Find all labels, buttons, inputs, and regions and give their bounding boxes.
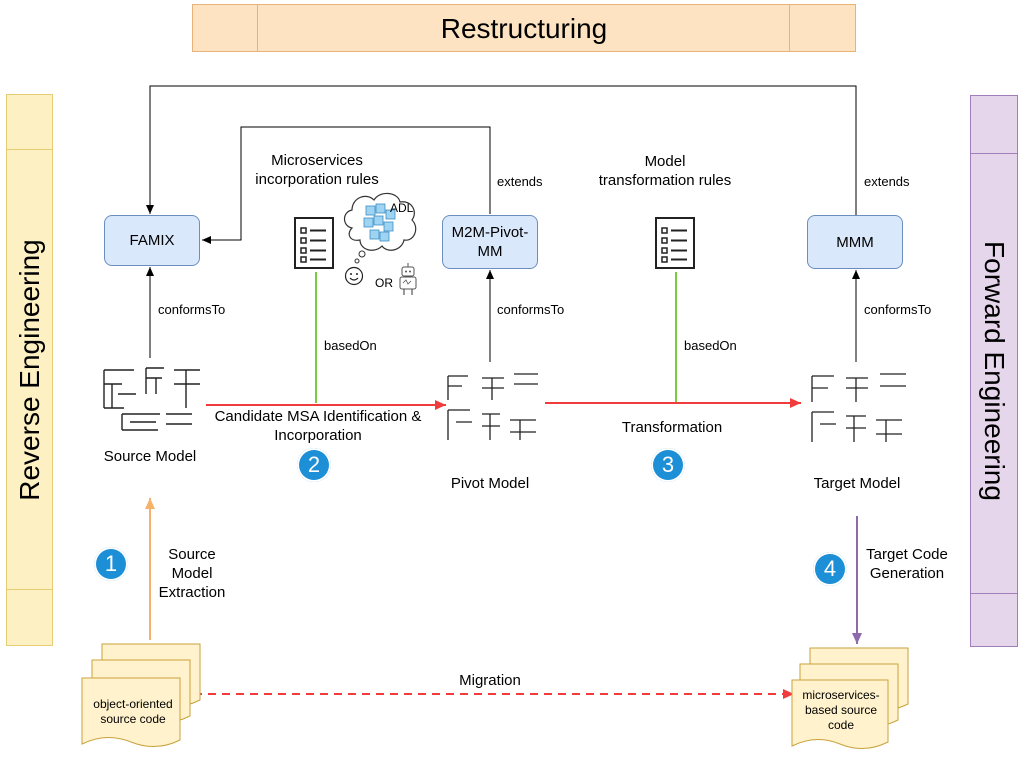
transformation-label: Transformation bbox=[621, 419, 723, 436]
pivot-metamodel[interactable]: M2M-Pivot-MM bbox=[442, 215, 538, 269]
famix-metamodel[interactable]: FAMIX bbox=[104, 215, 200, 266]
step-4-badge: 4 bbox=[813, 552, 847, 586]
pivot-model-icon[interactable] bbox=[442, 370, 542, 448]
target-model-label: Target Model bbox=[813, 475, 901, 492]
forward-engineering-band: Forward Engineering bbox=[970, 95, 1018, 647]
step-2-badge: 2 bbox=[297, 448, 331, 482]
source-model-extraction-label: Source Model Extraction bbox=[158, 546, 226, 601]
target-code-label: microservices-based source code bbox=[802, 688, 880, 732]
mmm-label: MMM bbox=[836, 233, 874, 251]
transformation-rules-title: Model transformation rules bbox=[598, 153, 732, 189]
source-model-icon[interactable] bbox=[100, 364, 204, 434]
transformation-rules-list-icon bbox=[655, 217, 695, 269]
adl-label: ADL bbox=[390, 201, 414, 215]
step-1-badge: 1 bbox=[94, 547, 128, 581]
restructuring-band: Restructuring bbox=[192, 4, 856, 52]
conforms-to-label-target: conformsTo bbox=[864, 302, 932, 317]
mmm-metamodel[interactable]: MMM bbox=[807, 215, 903, 269]
based-on-label-2: basedOn bbox=[684, 338, 737, 353]
extends-mmm-famix-line bbox=[146, 85, 857, 226]
reverse-engineering-band: Reverse Engineering bbox=[6, 94, 53, 646]
migration-label: Migration bbox=[459, 672, 521, 689]
target-code-generation-label: Target Code Generation bbox=[866, 546, 948, 582]
extends-label-mmm: extends bbox=[864, 174, 910, 189]
source-model-label: Source Model bbox=[103, 448, 197, 465]
or-label: OR bbox=[375, 276, 393, 290]
reverse-engineering-title: Reverse Engineering bbox=[13, 239, 45, 501]
restructuring-title: Restructuring bbox=[440, 13, 608, 44]
source-code-label: object-oriented source code bbox=[93, 697, 173, 726]
microservices-rules-list-icon bbox=[294, 217, 334, 269]
source-code-documents[interactable]: object-oriented source code bbox=[80, 642, 202, 756]
robot-icon bbox=[398, 262, 418, 296]
extends-label-pivot: extends bbox=[497, 174, 543, 189]
step-3-badge: 3 bbox=[651, 448, 685, 482]
conforms-to-label-pivot: conformsTo bbox=[497, 302, 565, 317]
based-on-label-1: basedOn bbox=[324, 338, 377, 353]
adl-thought-cloud-icon: ADL bbox=[338, 188, 422, 266]
famix-label: FAMIX bbox=[129, 232, 175, 249]
target-code-documents[interactable]: microservices-based source code bbox=[790, 646, 910, 758]
microservices-rules-title: Microservices incorporation rules bbox=[255, 152, 379, 188]
pivot-model-label: Pivot Model bbox=[450, 475, 530, 492]
forward-engineering-title: Forward Engineering bbox=[979, 241, 1010, 501]
extends-pivot-famix-line bbox=[202, 126, 491, 244]
target-model-icon[interactable] bbox=[806, 370, 910, 450]
msa-identification-label: Candidate MSA Identification & Incorpora… bbox=[214, 408, 422, 444]
conforms-to-label-source: conformsTo bbox=[158, 302, 226, 317]
pivot-metamodel-label: M2M-Pivot-MM bbox=[451, 224, 529, 260]
human-smiley-icon bbox=[344, 266, 364, 286]
